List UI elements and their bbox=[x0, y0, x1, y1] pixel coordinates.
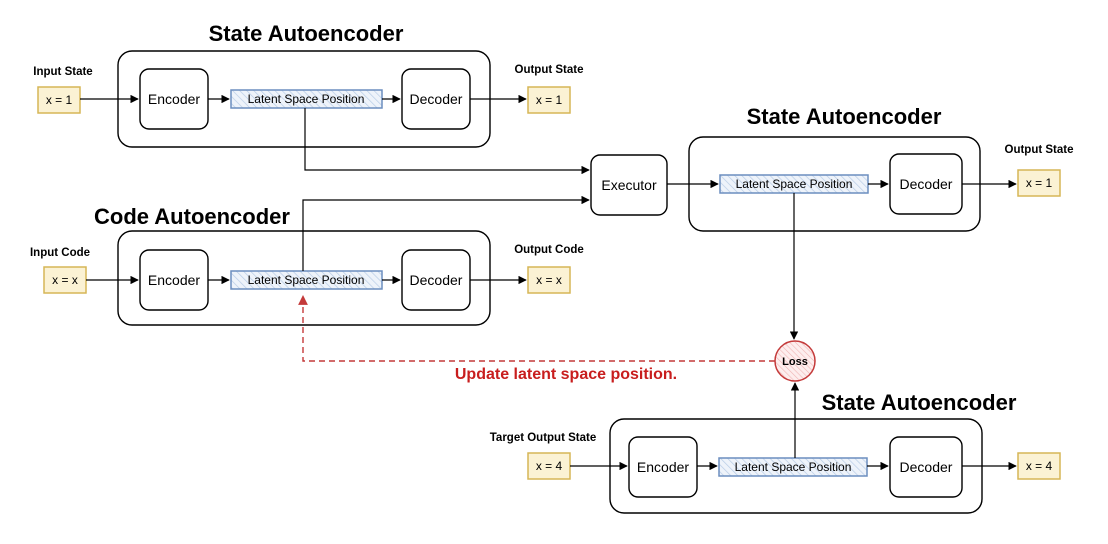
update-feedback-arrow bbox=[298, 295, 775, 362]
right-sae-output-value-box bbox=[1017, 169, 1061, 197]
code-latent-to-executor-arrow bbox=[302, 195, 590, 271]
code-ae-output-value-box bbox=[527, 266, 571, 294]
loss-group: Loss Update latent space position. bbox=[298, 193, 816, 383]
right-sae-decoder-label: Decoder bbox=[900, 176, 953, 192]
top-sae-output-label: Output State bbox=[515, 64, 584, 76]
top-latent-to-executor-arrow bbox=[304, 108, 590, 175]
code-ae-output-label: Output Code bbox=[514, 244, 584, 256]
top-state-autoencoder: State Autoencoder Input State x = 1 Enco… bbox=[33, 21, 584, 148]
right-sae-output-value: x = 1 bbox=[1026, 176, 1053, 190]
bottom-sae-output-value: x = 4 bbox=[1026, 459, 1053, 473]
bottom-sae-latent-label: Latent Space Position bbox=[735, 460, 852, 474]
bottom-sae-latent bbox=[718, 457, 868, 477]
loss-label: Loss bbox=[782, 356, 808, 368]
executor-group: Executor bbox=[302, 108, 668, 271]
bottom-sae-title: State Autoencoder bbox=[822, 390, 1017, 415]
top-sae-input-label: Input State bbox=[33, 66, 92, 78]
code-ae-title: Code Autoencoder bbox=[94, 204, 290, 229]
code-ae-input-value-box bbox=[43, 266, 87, 294]
right-sae-title: State Autoencoder bbox=[747, 104, 942, 129]
right-sae-output-label: Output State bbox=[1005, 144, 1074, 156]
update-label: Update latent space position. bbox=[455, 366, 677, 383]
bottom-sae-decoder bbox=[889, 436, 963, 498]
top-sae-output-value-box bbox=[527, 86, 571, 114]
bottom-sae-input-value: x = 4 bbox=[536, 459, 563, 473]
top-sae-input-value: x = 1 bbox=[46, 93, 73, 107]
top-sae-decoder-label: Decoder bbox=[410, 91, 463, 107]
executor-label: Executor bbox=[601, 177, 657, 193]
executor-box bbox=[590, 154, 668, 216]
right-sae-latent-label: Latent Space Position bbox=[736, 177, 853, 191]
code-ae-input-label: Input Code bbox=[30, 247, 90, 259]
bottom-sae-encoder-label: Encoder bbox=[637, 459, 689, 475]
code-ae-container bbox=[117, 230, 491, 326]
code-ae-decoder-label: Decoder bbox=[410, 272, 463, 288]
top-sae-encoder-label: Encoder bbox=[148, 91, 200, 107]
code-autoencoder: Code Autoencoder Input Code x = x Encode… bbox=[30, 204, 584, 326]
top-sae-output-value: x = 1 bbox=[536, 93, 563, 107]
code-ae-latent-label: Latent Space Position bbox=[248, 273, 365, 287]
bottom-sae-encoder bbox=[628, 436, 698, 498]
code-ae-encoder-label: Encoder bbox=[148, 272, 200, 288]
code-ae-output-value: x = x bbox=[536, 273, 562, 287]
code-ae-input-value: x = x bbox=[52, 273, 78, 287]
right-state-autoencoder: State Autoencoder Latent Space Position … bbox=[667, 104, 1074, 232]
bottom-sae-input-label: Target Output State bbox=[490, 432, 596, 444]
bottom-sae-input-value-box bbox=[527, 452, 571, 480]
top-sae-latent-label: Latent Space Position bbox=[248, 92, 365, 106]
bottom-sae-output-value-box bbox=[1017, 452, 1061, 480]
top-sae-input-value-box bbox=[37, 86, 81, 114]
top-sae-title: State Autoencoder bbox=[209, 21, 404, 46]
bottom-sae-decoder-label: Decoder bbox=[900, 459, 953, 475]
bottom-state-autoencoder: State Autoencoder Target Output State x … bbox=[490, 382, 1061, 514]
